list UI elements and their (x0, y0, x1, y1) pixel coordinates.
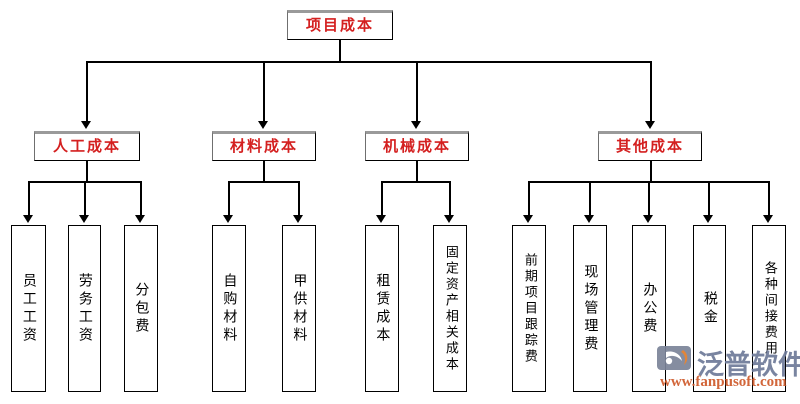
arrowhead-leaf-7 (444, 215, 454, 223)
arrowhead-leaf-3 (135, 215, 145, 223)
leaf-self-purchased-material[interactable]: 自购材料 (212, 225, 246, 392)
arrowhead-leaf-8 (523, 215, 533, 223)
arrowhead-leaf-10 (643, 215, 653, 223)
arrowhead-leaf-1 (23, 215, 33, 223)
connector-root-stem (339, 40, 341, 62)
node-machinery-cost[interactable]: 机械成本 (365, 131, 469, 161)
connector-drop-other (650, 61, 652, 123)
node-root-project-cost[interactable]: 项目成本 (287, 10, 393, 40)
leaf-various-indirect-expenses[interactable]: 各种间接费用 (752, 225, 786, 392)
leaf-label: 各种间接费用 (761, 260, 777, 357)
connector-drop-material (263, 61, 265, 123)
arrowhead-leaf-12 (763, 215, 773, 223)
connector-labor-child1 (28, 181, 30, 217)
connector-labor-stem (86, 161, 88, 182)
connector-other-child1 (528, 181, 530, 217)
connector-machinery-stem (416, 161, 418, 182)
connector-other-child4 (708, 181, 710, 217)
leaf-fixed-asset-related-cost[interactable]: 固定资产相关成本 (433, 225, 467, 392)
leaf-label: 前期项目跟踪费 (521, 252, 537, 365)
leaf-label: 员工工资 (20, 272, 37, 345)
connector-material-stem (263, 161, 265, 182)
leaf-labor-service-wages[interactable]: 劳务工资 (68, 225, 101, 392)
connector-labor-child3 (140, 181, 142, 217)
connector-machinery-child2 (449, 181, 451, 217)
leaf-owner-supplied-material[interactable]: 甲供材料 (282, 225, 316, 392)
arrowhead-material (258, 121, 268, 129)
connector-other-child5 (768, 181, 770, 217)
arrowhead-leaf-9 (584, 215, 594, 223)
leaf-employee-wages[interactable]: 员工工资 (11, 225, 46, 392)
node-other-cost[interactable]: 其他成本 (598, 131, 702, 161)
leaf-label: 自购材料 (221, 272, 238, 345)
connector-material-bus (228, 181, 299, 183)
leaf-tax[interactable]: 税金 (693, 225, 726, 392)
connector-material-child2 (298, 181, 300, 217)
node-label: 其他成本 (615, 138, 684, 155)
node-label: 材料成本 (229, 138, 298, 155)
node-label: 项目成本 (305, 17, 374, 34)
leaf-site-management-fee[interactable]: 现场管理费 (573, 225, 607, 392)
arrowhead-leaf-6 (376, 215, 386, 223)
connector-level2-bus (86, 61, 651, 63)
arrowhead-leaf-5 (293, 215, 303, 223)
connector-other-stem (650, 161, 652, 182)
arrowhead-labor (81, 121, 91, 129)
node-label: 机械成本 (382, 138, 451, 155)
connector-machinery-child1 (381, 181, 383, 217)
connector-drop-machinery (416, 61, 418, 123)
arrowhead-leaf-11 (703, 215, 713, 223)
leaf-label: 分包费 (133, 281, 150, 336)
connector-material-child1 (228, 181, 230, 217)
leaf-label: 甲供材料 (291, 272, 308, 345)
arrowhead-leaf-4 (223, 215, 233, 223)
connector-other-child3 (648, 181, 650, 217)
leaf-subcontracting-fee[interactable]: 分包费 (124, 225, 158, 392)
leaf-label: 现场管理费 (582, 263, 599, 354)
arrowhead-machinery (411, 121, 421, 129)
node-material-cost[interactable]: 材料成本 (212, 131, 316, 161)
arrowhead-other (645, 121, 655, 129)
leaf-early-project-tracking-fee[interactable]: 前期项目跟踪费 (512, 225, 546, 392)
leaf-label: 租赁成本 (374, 272, 391, 345)
connector-other-child2 (589, 181, 591, 217)
leaf-label: 办公费 (641, 281, 658, 336)
connector-labor-child2 (84, 181, 86, 217)
node-labor-cost[interactable]: 人工成本 (34, 131, 140, 161)
arrowhead-leaf-2 (79, 215, 89, 223)
leaf-office-fee[interactable]: 办公费 (632, 225, 666, 392)
connector-drop-labor (86, 61, 88, 123)
leaf-label: 劳务工资 (76, 272, 93, 345)
leaf-label: 固定资产相关成本 (442, 244, 458, 373)
leaf-leasing-cost[interactable]: 租赁成本 (365, 225, 399, 392)
leaf-label: 税金 (701, 290, 718, 327)
connector-machinery-bus (381, 181, 449, 183)
node-label: 人工成本 (52, 138, 121, 155)
